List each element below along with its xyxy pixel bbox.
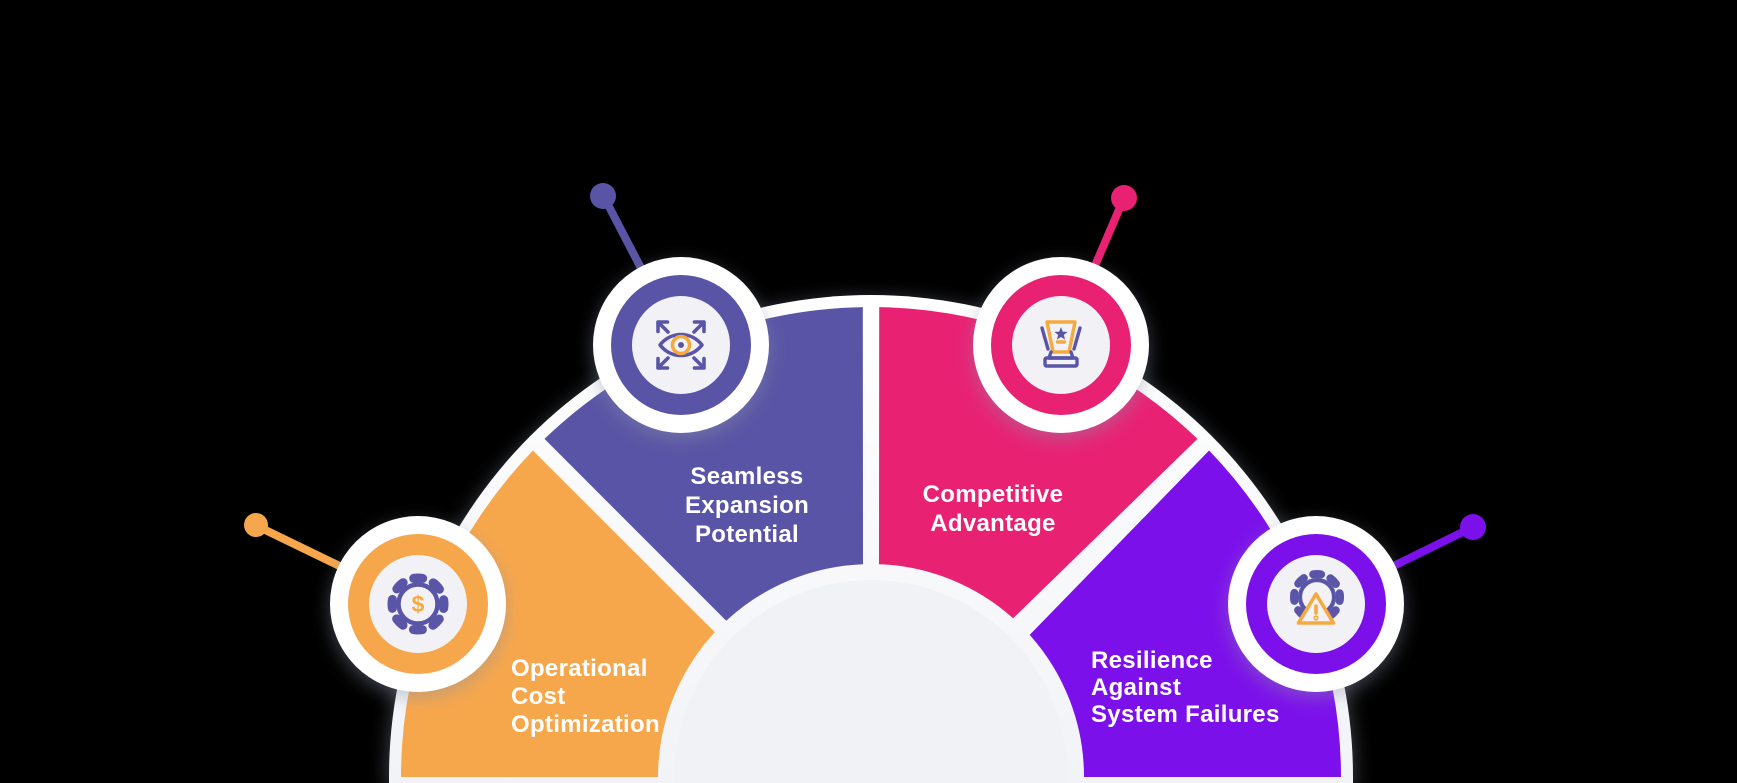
label-line: Optimization [511, 711, 660, 738]
segment-wedge-operational [401, 450, 715, 777]
trophy-star-icon [1040, 320, 1082, 368]
gear-dollar-icon: $ [387, 573, 449, 635]
gear-body [396, 582, 440, 626]
arrow-nw [656, 320, 670, 334]
trophy-cup [1045, 320, 1077, 354]
gear-teeth [387, 573, 449, 635]
label-line: Cost [511, 683, 566, 710]
label-line: Operational [511, 655, 648, 682]
label-line: Expansion [684, 492, 810, 519]
warning-exclamation-dot [1313, 615, 1319, 621]
arrow-se [692, 356, 706, 370]
label-resilience-against-system-failures: Resilience Against System Failures [1091, 647, 1280, 728]
eye-outline [658, 332, 704, 358]
center-hub [674, 580, 1068, 783]
label-seamless-expansion-potential: Seamless Expansion Potential [685, 462, 809, 549]
eye-pupil [678, 342, 684, 348]
leader-dot-operational [244, 513, 268, 537]
leader-dot-competitive [1111, 185, 1137, 211]
label-line: Resilience [1091, 647, 1213, 674]
leader-dot-seamless [590, 183, 616, 209]
label-competitive-advantage: Competitive Advantage [923, 480, 1064, 538]
label-line: Seamless [690, 463, 804, 490]
icon-badge-resilience [1228, 516, 1404, 692]
trophy-wings [1040, 326, 1082, 351]
gear-warning-icon [1290, 570, 1344, 625]
leader-dot-resilience [1460, 514, 1486, 540]
badge-inner-circle [1012, 296, 1110, 394]
trophy-star [1054, 327, 1068, 340]
arrow-ne [692, 320, 706, 334]
icon-badge-competitive [973, 257, 1149, 433]
icon-badge-seamless [593, 257, 769, 433]
label-line: System Failures [1091, 701, 1280, 728]
eye-iris [670, 334, 692, 356]
segment-wedge-resilience [1029, 450, 1341, 777]
dollar-glyph: $ [412, 591, 425, 617]
arrow-sw [656, 356, 670, 370]
label-operational-cost-optimization: Operational Cost Optimization [511, 655, 660, 739]
label-line: Against [1091, 674, 1182, 701]
label-line: Potential [694, 521, 800, 548]
segment-wedges [401, 307, 1341, 777]
label-line: Advantage [930, 510, 1056, 537]
trophy-base [1043, 356, 1079, 368]
eye-expand-icon [656, 320, 706, 370]
label-line: Competitive [922, 481, 1064, 508]
icon-badge-operational: $ [330, 516, 506, 692]
